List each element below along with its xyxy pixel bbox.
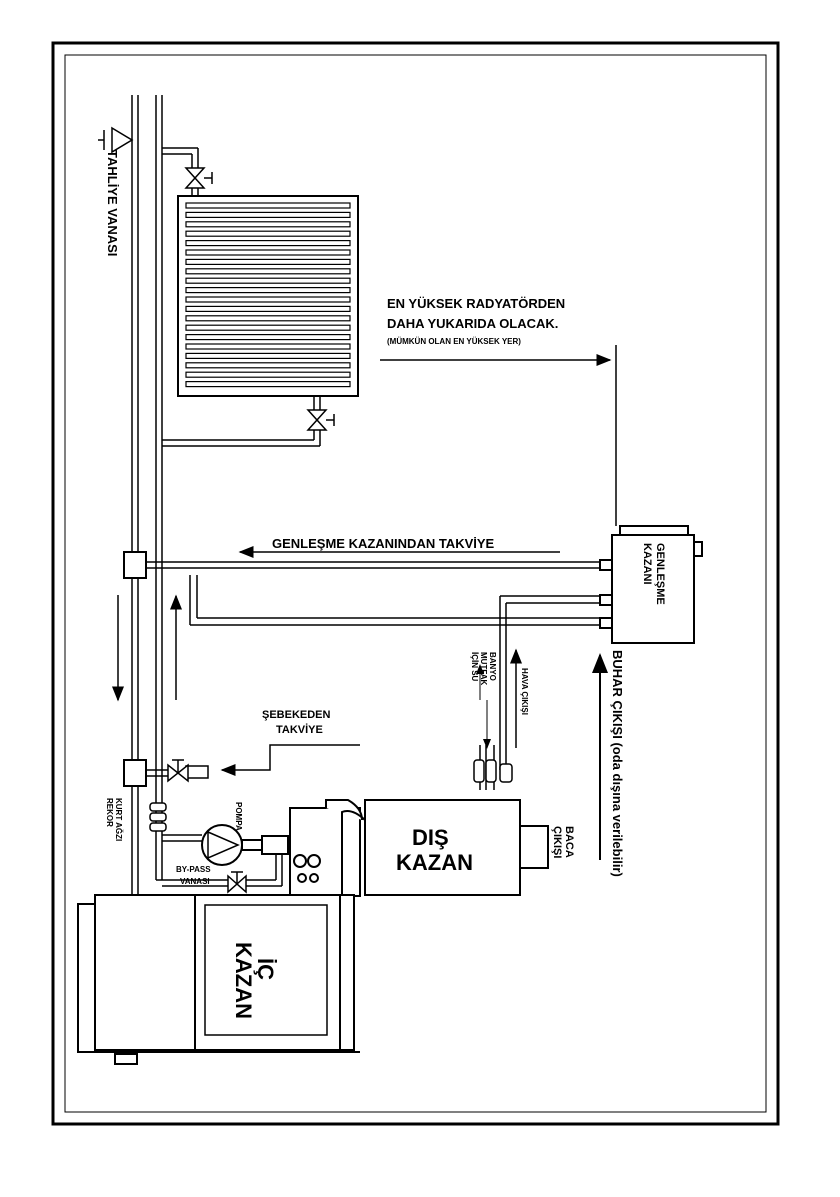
radiator-fin [186, 250, 350, 255]
note-line-3: (MÜMKÜN OLAN EN YÜKSEK YER) [387, 337, 521, 346]
note-line-1: EN YÜKSEK RADYATÖRDEN [387, 296, 565, 311]
radiator-fin [186, 325, 350, 330]
radiator-fin [186, 372, 350, 377]
radiator-fin [186, 222, 350, 227]
unions-top [474, 760, 512, 782]
upper-tee-fitting [124, 552, 146, 578]
genlesme-kazani-line-1: GENLEŞME [654, 543, 666, 605]
radiator-fin [186, 241, 350, 246]
air-vent-pipe [500, 596, 600, 770]
radiator [178, 196, 358, 396]
radiator-fin [186, 353, 350, 358]
radiator-fin [186, 212, 350, 217]
by-pass-line-1: BY-PASS [176, 865, 211, 874]
radiator-fin [186, 203, 350, 208]
radiator-fin [186, 288, 350, 293]
expansion-feed-pipe [146, 560, 600, 570]
banyo-line-3: İÇİN SU [470, 652, 479, 682]
baca-line-1: BACA [563, 826, 575, 858]
buhar-cikisi-label: BUHAR ÇIKIŞI (oda dışına verilebilir) [610, 650, 625, 877]
kurt-agzi-line-2: REKOR [105, 798, 114, 827]
lower-tee-fitting [124, 760, 146, 786]
drain-valve-icon [98, 128, 132, 152]
radiator-fin [186, 344, 350, 349]
radiator-top-valve-icon [186, 168, 212, 196]
tahliye-vanasi-label: TAHLİYE VANASI [105, 150, 120, 256]
by-pass-valve-icon [228, 872, 246, 892]
genlesme-kazani-line-2: KAZANI [641, 543, 653, 585]
baca-line-2: ÇIKIŞI [551, 826, 563, 858]
kurt-agzi-line-1: KURT AĞZI [114, 798, 123, 841]
radiator-fin [186, 231, 350, 236]
dis-kazan-line-2: KAZAN [396, 850, 473, 875]
radiator-fin [186, 269, 350, 274]
pump-icon [202, 825, 288, 865]
inner-boiler [78, 895, 360, 1064]
sebekeden-line-2: TAKVİYE [276, 723, 323, 736]
banyo-line-1: BANYO [488, 652, 497, 681]
hava-cikisi-label: HAVA ÇIKIŞI [520, 668, 529, 715]
radiator-fin [186, 306, 350, 311]
radiator-fin [186, 278, 350, 283]
sebekeden-leader-line [222, 745, 360, 770]
radiator-fin [186, 297, 350, 302]
radiator-fin [186, 382, 350, 387]
by-pass-line-2: VANASI [180, 877, 210, 886]
mains-valve-icon [168, 760, 188, 781]
expansion-return-pipe [190, 575, 600, 625]
radiator-fin [186, 316, 350, 321]
sebekeden-line-1: ŞEBEKEDEN [262, 709, 331, 721]
pompa-label: POMPA [234, 802, 243, 831]
radiator-fin [186, 335, 350, 340]
radiator-fin [186, 259, 350, 264]
ic-kazan-line-2: KAZAN [231, 942, 256, 1019]
radiator-feed-pipe [162, 148, 198, 168]
radiator-return-pipe [162, 430, 320, 446]
dis-kazan-line-1: DIŞ [412, 825, 449, 850]
radiator-bottom-valve-icon [308, 396, 334, 430]
note-line-2: DAHA YUKARIDA OLACAK. [387, 316, 558, 331]
radiator-fin [186, 363, 350, 368]
banyo-line-2: MUTFAK [479, 652, 488, 686]
kurt-agzi-unions [150, 803, 166, 831]
genlesme-kazanindan-takviye-label: GENLEŞME KAZANINDAN TAKVİYE [272, 536, 495, 551]
